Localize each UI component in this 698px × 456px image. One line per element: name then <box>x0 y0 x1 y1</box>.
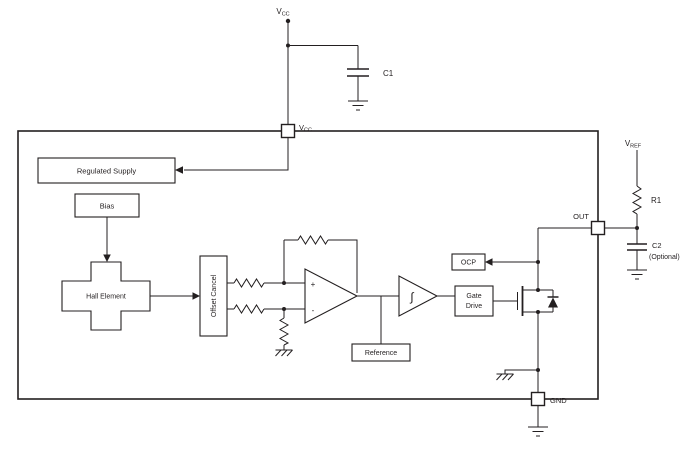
out-pin <box>590 220 606 236</box>
output-network: OUT VREF R1 C2 (Optional) <box>538 139 680 280</box>
source-earth-ground-symbol <box>496 373 514 381</box>
regulated-supply-box <box>37 157 176 184</box>
bias-label: Bias <box>100 202 115 211</box>
input-resistor-top <box>233 278 265 288</box>
gnd-pin <box>530 391 546 407</box>
vcc-pin-label: VCC <box>299 123 312 134</box>
vcc-top-label: VCC <box>276 7 289 18</box>
opamp-minus-sign: - <box>312 306 315 315</box>
ground-resistor <box>278 317 290 346</box>
c2-optional-label: (Optional) <box>649 254 680 261</box>
ground-network: GND <box>496 368 567 437</box>
gnd-pin-label: GND <box>550 396 567 405</box>
schmitt-stage: ∫ Reference <box>351 275 455 362</box>
hall-element: Hall Element <box>61 261 200 331</box>
offset-cancel-box <box>199 255 228 337</box>
hall-to-offset-arrowhead <box>192 292 200 300</box>
r1-label: R1 <box>651 196 662 205</box>
r1-resistor <box>631 185 643 215</box>
amp-earth-ground-symbol <box>275 349 293 357</box>
gate-drive: Gate Drive <box>454 285 518 317</box>
gate-drive-label-line1: Gate <box>466 293 481 300</box>
c1-capacitor <box>347 68 369 77</box>
supply-arrowhead <box>175 166 183 174</box>
source-earth-wire <box>504 369 538 374</box>
offset-cancel: Offset Cancel <box>199 255 228 337</box>
offset-cancel-label: Offset Cancel <box>211 274 218 317</box>
body-diode <box>547 290 559 312</box>
vcc-supply: VCC C1 VCC <box>276 7 394 139</box>
c1-ground-symbol <box>348 100 368 111</box>
vref-label: VREF <box>625 139 642 150</box>
opamp-triangle <box>304 268 359 324</box>
c2-capacitor <box>627 243 647 251</box>
reference-box <box>351 343 411 362</box>
feedback-resistor <box>297 235 329 245</box>
opamp-plus-sign: + <box>311 280 316 289</box>
ocp-label: OCP <box>461 260 477 267</box>
gate-drive-box <box>454 285 494 317</box>
schmitt-triangle <box>398 275 439 317</box>
output-mosfet <box>517 228 559 370</box>
bias-to-hall-arrowhead <box>103 254 111 262</box>
hysteresis-icon: ∫ <box>409 290 414 304</box>
hall-element-label: Hall Element <box>86 294 126 301</box>
supply-wire <box>184 138 289 171</box>
regulated-supply-label: Regulated Supply <box>77 167 136 176</box>
c2-ground-symbol <box>627 269 647 280</box>
ocp: OCP <box>451 253 540 271</box>
ocp-box <box>451 253 486 271</box>
out-pin-label: OUT <box>573 212 589 221</box>
c1-label: C1 <box>383 69 394 78</box>
gnd-ground-symbol <box>528 426 548 437</box>
c2-label: C2 <box>652 241 662 250</box>
bias: Bias <box>74 193 140 262</box>
regulated-supply: Regulated Supply <box>37 138 289 184</box>
feedback-wire-down <box>328 239 358 293</box>
vcc-pin <box>280 123 296 139</box>
amplifier-stage: + - <box>227 235 399 357</box>
input-resistor-bottom <box>233 304 265 314</box>
hall-element-shape <box>61 261 151 331</box>
gate-drive-label-line2: Drive <box>466 303 482 310</box>
reference-label: Reference <box>365 350 397 357</box>
ocp-arrowhead <box>485 258 493 266</box>
